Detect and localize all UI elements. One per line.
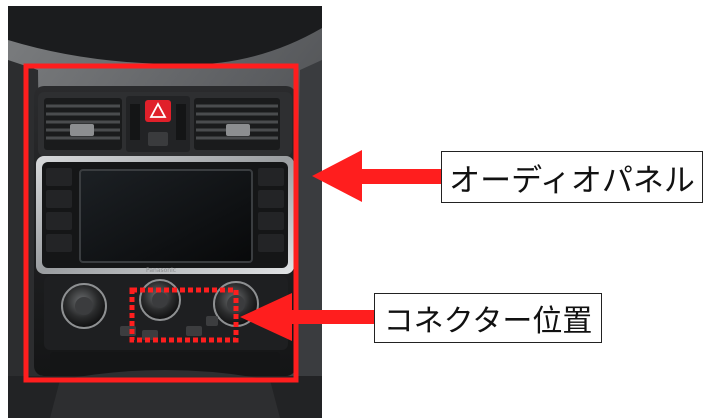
brand-text: Panasonic	[146, 267, 176, 274]
hazard-icon	[149, 102, 167, 118]
connector-position-text: コネクター位置	[383, 304, 593, 339]
connector-position-label: コネクター位置	[374, 293, 602, 343]
right-air-vent	[194, 98, 280, 150]
dash-top	[8, 6, 322, 65]
connector-arrow	[240, 293, 374, 341]
left-side-buttons	[46, 168, 72, 252]
connector-highlight	[129, 287, 239, 343]
audio-panel-text: オーディオパネル	[449, 162, 695, 199]
right-side-buttons	[258, 168, 284, 252]
left-air-vent	[44, 98, 122, 150]
audio-panel-label: オーディオパネル	[441, 151, 703, 203]
audio-panel-arrow	[312, 150, 442, 202]
head-unit-screen	[79, 169, 253, 263]
audio-panel-highlight	[23, 63, 299, 383]
